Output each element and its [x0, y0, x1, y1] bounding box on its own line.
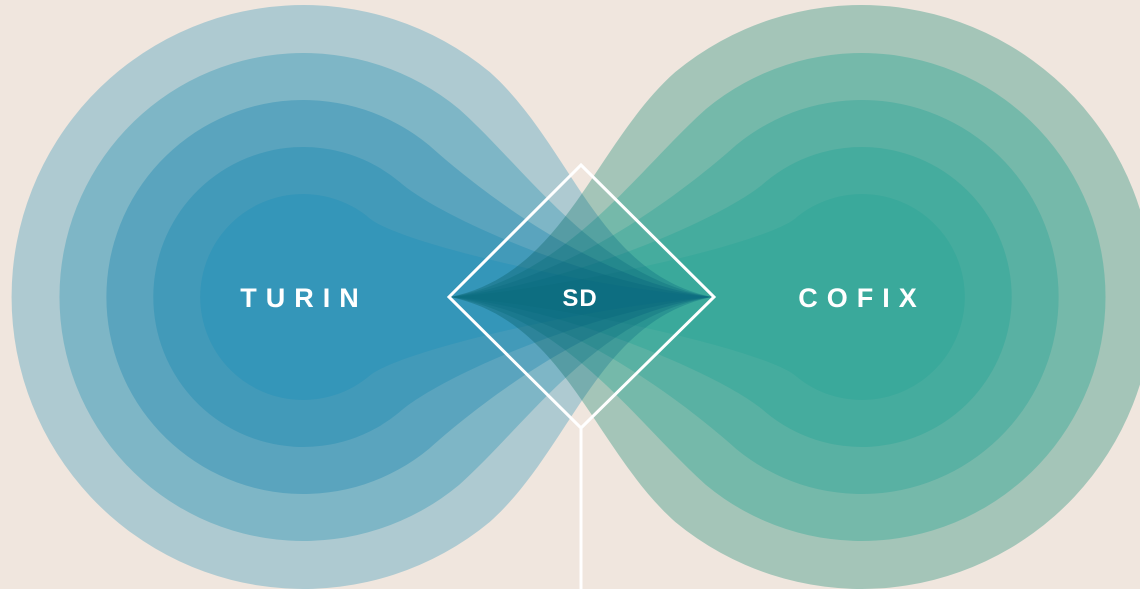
cofix-label: COFIX: [798, 283, 926, 313]
turin-label: TURIN: [240, 283, 368, 313]
cofix-ring-5: [450, 193, 965, 400]
sd-label: SD: [562, 285, 597, 312]
cofix-lobe: [450, 5, 1140, 589]
turin-lobe: [11, 5, 713, 589]
